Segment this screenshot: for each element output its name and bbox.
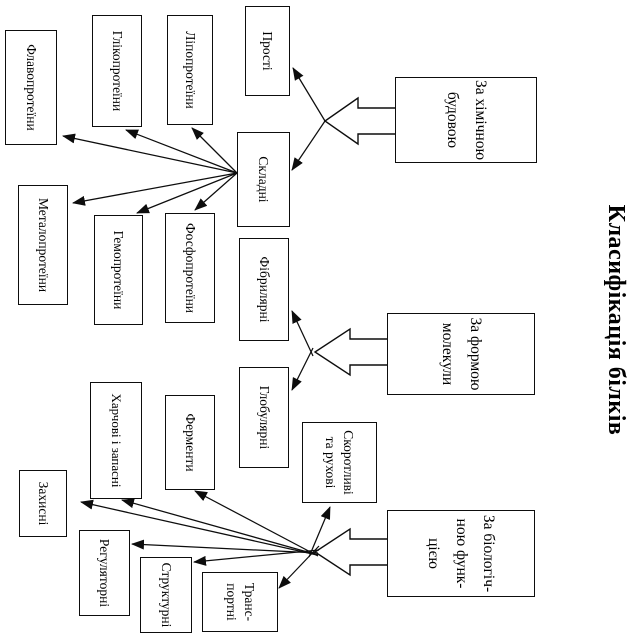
node-hlikoproteiny-label: Глікопротеїни: [109, 30, 125, 112]
arrow-biological-to-zakhysni: [80, 499, 318, 556]
category-shape-line: молекули: [439, 322, 456, 386]
node-metaloproteiny: Металопротеїни: [18, 185, 68, 305]
node-skorotlyvi-line: та рухові: [323, 436, 339, 489]
arrow-skladni-to-hemoproteiny: [136, 172, 238, 214]
node-hemoproteiny-label: Гемопротеїни: [111, 230, 127, 310]
node-flavoproteiny-label: Флавопротеїни: [23, 44, 39, 131]
node-fermenty: Ферменти: [165, 395, 215, 490]
category-biological-line: ною функ-: [452, 518, 470, 589]
node-kharchovi-label: Харчові і запасні: [108, 393, 124, 488]
arrow-skladni-to-fosfoproteiny: [194, 172, 238, 211]
arrow-shape-to-fibrylarni: [291, 310, 314, 357]
node-skorotlyvi-line: Скоротливі: [341, 430, 357, 495]
node-fosfoproteiny-label: Фосфопротеїни: [182, 222, 198, 314]
arrow-shape-to-hlobularni: [291, 347, 314, 391]
category-box-chemical: За хімічною будовою: [395, 77, 537, 163]
arrow-skladni-to-metaloproteiny: [72, 172, 238, 206]
node-hlikoproteiny: Глікопротеїни: [92, 15, 142, 127]
node-skladni: Складні: [237, 132, 290, 227]
node-hlobularni-label: Глобулярні: [256, 385, 272, 450]
block-arrow-chemical: [323, 96, 397, 146]
arrow-biological-to-kharchovi: [121, 498, 319, 556]
category-biological-line: цією: [425, 538, 443, 569]
node-prosti: Прості: [245, 6, 290, 96]
node-hlobularni: Глобулярні: [239, 367, 289, 468]
arrow-skladni-to-flavoproteiny: [62, 133, 238, 174]
node-skorotlyvi: Скоротливі та рухові: [302, 422, 377, 503]
block-arrow-shape: [313, 327, 389, 377]
category-box-biological: За біологіч- ною функ- цією: [387, 510, 535, 597]
node-rehulatorni: Регуляторні: [79, 530, 130, 616]
node-fibrylarni: Фібрилярні: [239, 238, 289, 341]
category-box-shape: За формою молекули: [387, 313, 535, 395]
node-zakhysni-label: Захисні: [35, 481, 51, 526]
node-prosti-label: Прості: [260, 31, 276, 71]
category-chemical-line: За хімічною: [471, 79, 489, 161]
category-shape-line: За формою: [466, 317, 484, 391]
node-fosfoproteiny: Фосфопротеїни: [165, 213, 215, 323]
node-transportni-line: портні: [224, 583, 239, 621]
node-fermenty-label: Ферменти: [182, 413, 198, 472]
node-lipoproteiny: Ліпопротеїни: [167, 15, 213, 125]
category-biological-line: За біологіч-: [480, 514, 498, 593]
category-chemical-line: будовою: [444, 91, 461, 149]
node-strukturni-label: Структурні: [158, 562, 174, 628]
node-zakhysni: Захисні: [19, 470, 67, 537]
node-metaloproteiny-label: Металопротеїни: [35, 197, 51, 293]
arrow-biological-to-fermenty: [194, 490, 319, 557]
node-transportni: Транс- портні: [202, 572, 278, 632]
diagram-title: Класифікація білків: [603, 204, 629, 436]
node-strukturni: Структурні: [140, 557, 192, 633]
node-transportni-line: Транс-: [241, 582, 257, 622]
arrow-biological-to-transportni: [278, 545, 320, 589]
node-flavoproteiny: Флавопротеїни: [5, 30, 57, 145]
node-fibrylarni-label: Фібрилярні: [256, 256, 272, 323]
node-hemoproteiny: Гемопротеїни: [94, 215, 143, 325]
arrow-biological-to-strukturni: [193, 549, 320, 566]
arrow-skladni-to-lipoproteiny: [191, 127, 238, 174]
arrow-biological-to-rehulatorni: [131, 539, 319, 554]
arrow-chemical-to-prosti: [292, 67, 326, 122]
block-arrow-biological: [313, 527, 389, 577]
node-lipoproteiny-label: Ліпопротеїни: [182, 31, 198, 109]
arrow-chemical-to-skladni: [291, 120, 326, 171]
node-skladni-label: Складні: [256, 156, 272, 203]
arrow-biological-to-skorotlyvi: [308, 506, 331, 558]
node-rehulatorni-label: Регуляторні: [97, 538, 113, 608]
node-kharchovi: Харчові і запасні: [90, 382, 142, 499]
arrow-skladni-to-hlikoproteiny: [125, 129, 238, 174]
